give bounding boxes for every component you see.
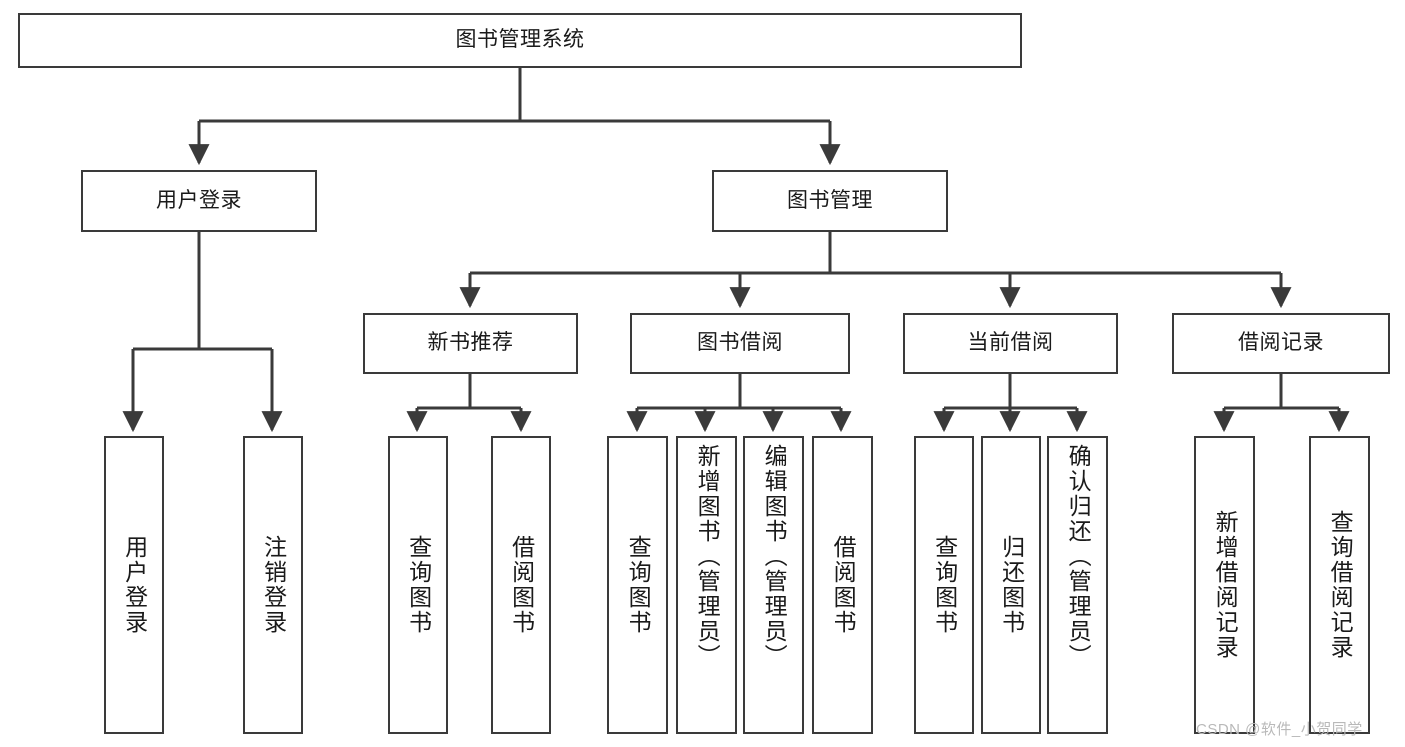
node-root-library-management-system[interactable]: 图书管理系统 [18,13,1022,68]
node-book-borrowing[interactable]: 图书借阅 [630,313,850,374]
node-label: 查询图书 [625,535,652,635]
node-label: 新增图书（管理员） [694,444,721,669]
leaf-new-book-borrow-book[interactable]: 借阅图书 [491,436,551,734]
node-label: 查询图书 [405,535,432,635]
node-label: 用户登录 [156,188,242,212]
node-label: 新增借阅记录 [1212,510,1239,660]
csdn-watermark: CSDN @软件_小贺同学 [1196,721,1363,738]
node-label: 确认归还（管理员） [1065,444,1092,669]
node-label: 图书借阅 [697,331,783,355]
node-label: 用户登录 [121,535,148,635]
leaf-new-book-query-book[interactable]: 查询图书 [388,436,448,734]
node-label: 归还图书 [998,535,1025,635]
node-label: 新书推荐 [427,331,514,355]
node-label: 当前借阅 [967,331,1054,355]
node-label: 查询图书 [931,535,958,635]
node-book-management[interactable]: 图书管理 [712,170,948,232]
node-label: 查询借阅记录 [1327,510,1354,660]
node-label: 图书管理系统 [455,28,585,52]
node-label: 借阅图书 [508,535,535,635]
node-label: 编辑图书（管理员） [761,444,788,669]
leaf-book-borrow-edit-book-admin[interactable]: 编辑图书（管理员） [743,436,804,734]
leaf-book-borrow-add-book-admin[interactable]: 新增图书（管理员） [676,436,737,734]
node-user-login[interactable]: 用户登录 [81,170,317,232]
node-label: 注销登录 [260,535,287,635]
node-current-borrowing[interactable]: 当前借阅 [903,313,1118,374]
node-borrowing-record[interactable]: 借阅记录 [1172,313,1390,374]
leaf-borrow-record-query-record[interactable]: 查询借阅记录 [1309,436,1370,734]
leaf-user-login-login[interactable]: 用户登录 [104,436,164,734]
leaf-current-borrow-confirm-return-admin[interactable]: 确认归还（管理员） [1047,436,1108,734]
leaf-book-borrow-borrow-book[interactable]: 借阅图书 [812,436,873,734]
leaf-borrow-record-add-record[interactable]: 新增借阅记录 [1194,436,1255,734]
node-label: 借阅记录 [1238,331,1324,355]
node-new-book-recommendation[interactable]: 新书推荐 [363,313,578,374]
node-label: 图书管理 [787,188,873,212]
leaf-user-login-logout[interactable]: 注销登录 [243,436,303,734]
leaf-current-borrow-query-book[interactable]: 查询图书 [914,436,974,734]
leaf-current-borrow-return-book[interactable]: 归还图书 [981,436,1041,734]
node-label: 借阅图书 [830,535,857,635]
leaf-book-borrow-query-book[interactable]: 查询图书 [607,436,668,734]
